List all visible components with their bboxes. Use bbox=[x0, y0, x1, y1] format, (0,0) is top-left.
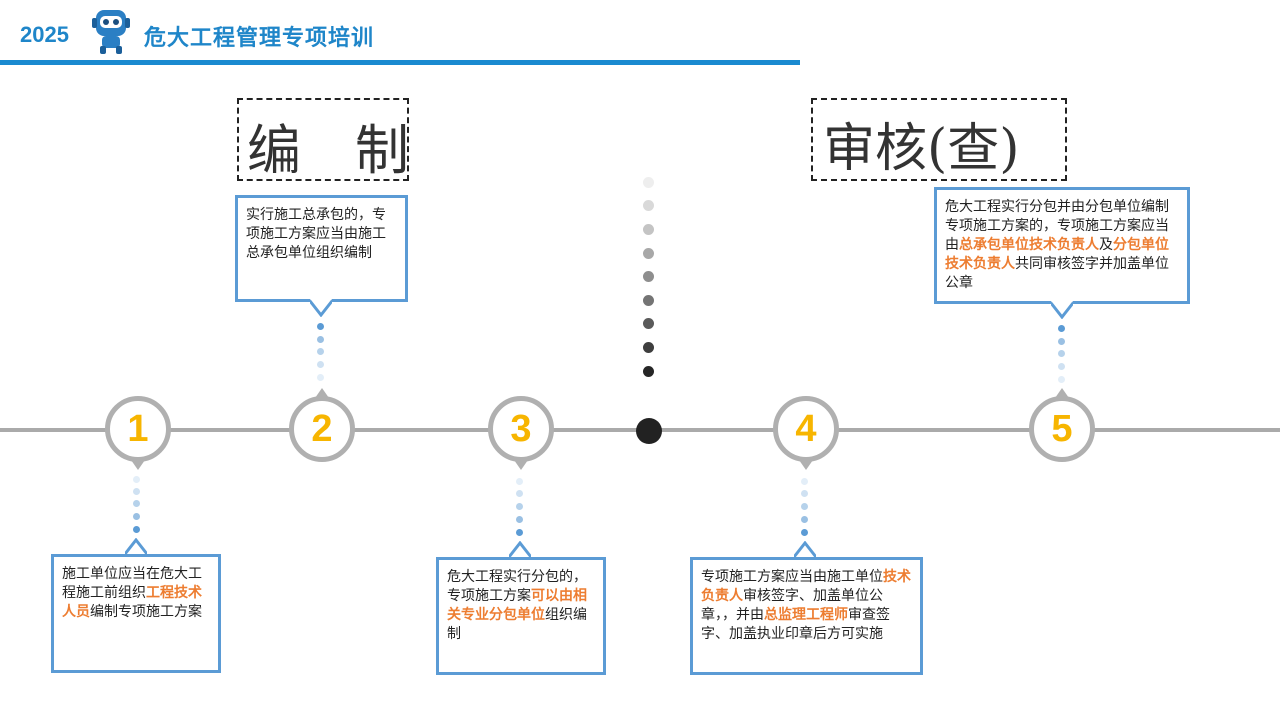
step-node-4: 4 bbox=[773, 396, 839, 462]
connector-dot bbox=[516, 490, 523, 497]
step-text: 危大工程实行分包的，专项施工方案 bbox=[447, 569, 587, 604]
step-highlight: 总承包单位技术负责人 bbox=[959, 237, 1099, 253]
box-pointer bbox=[509, 541, 531, 559]
step-node-3: 3 bbox=[488, 396, 554, 462]
node-pointer bbox=[514, 460, 528, 470]
connector-dot bbox=[317, 348, 324, 355]
box-pointer bbox=[125, 538, 147, 556]
header-underline bbox=[0, 60, 800, 65]
heading-review: 审核(查) bbox=[823, 119, 1020, 179]
step-text: 审查签字、加盖执业印章后方可实施 bbox=[701, 607, 890, 642]
step-text: 专项施工方案应当由施工单位 bbox=[701, 569, 883, 585]
connector-dot bbox=[516, 516, 523, 523]
connector-dot bbox=[317, 323, 324, 330]
step-number: 2 bbox=[311, 408, 333, 450]
connector-dot bbox=[1058, 363, 1065, 370]
box-pointer bbox=[310, 299, 332, 317]
step-box-4: 专项施工方案应当由施工单位技术负责人审核签字、加盖单位公章，，并由总监理工程师审… bbox=[690, 557, 923, 675]
connector-dot bbox=[516, 478, 523, 485]
node-pointer bbox=[1055, 388, 1069, 398]
connector-dot bbox=[1058, 350, 1065, 357]
connector-dot bbox=[133, 526, 140, 533]
connector-dot bbox=[317, 374, 324, 381]
step-text: 组织编制 bbox=[447, 607, 587, 642]
step-box-3: 危大工程实行分包的，专项施工方案可以由相关专业分包单位组织编制 bbox=[436, 557, 606, 675]
connector-dot bbox=[317, 361, 324, 368]
heading-box-review bbox=[811, 98, 1067, 181]
connector-dot bbox=[516, 503, 523, 510]
step-text: 编制专项施工方案 bbox=[90, 604, 202, 620]
connector-dot bbox=[801, 503, 808, 510]
step-highlight: 技术负责人 bbox=[701, 569, 911, 604]
step-box-5: 危大工程实行分包并由分包单位编制专项施工方案的，专项施工方案应当由总承包单位技术… bbox=[934, 187, 1190, 304]
box-pointer bbox=[1051, 301, 1073, 319]
step-number: 1 bbox=[127, 408, 149, 450]
heading-compile: 编 制 bbox=[247, 119, 409, 182]
step-text: 审核签字、加盖单位公章，，并由 bbox=[701, 588, 883, 623]
step-node-1: 1 bbox=[105, 396, 171, 462]
step-number: 4 bbox=[795, 408, 817, 450]
connector-dot bbox=[317, 336, 324, 343]
divider-dot bbox=[643, 224, 654, 235]
divider-dot bbox=[643, 200, 654, 211]
connector-dot bbox=[133, 476, 140, 483]
step-highlight: 可以由相关专业分包单位 bbox=[447, 588, 587, 623]
step-highlight: 总监理工程师 bbox=[764, 607, 848, 623]
connector-dot bbox=[133, 488, 140, 495]
robot-mascot-icon bbox=[92, 10, 130, 54]
timeline-center-dot bbox=[636, 418, 662, 444]
divider-dot bbox=[643, 248, 654, 259]
step-text: 共同审核签字并加盖单位公章 bbox=[945, 256, 1169, 291]
divider-dot bbox=[643, 342, 654, 353]
divider-dot bbox=[643, 318, 654, 329]
connector-dot bbox=[1058, 338, 1065, 345]
divider-dot bbox=[643, 177, 654, 188]
year-label: 2025 bbox=[20, 22, 69, 47]
step-box-2: 实行施工总承包的，专项施工方案应当由施工总承包单位组织编制 bbox=[235, 195, 408, 302]
step-text: 及 bbox=[1099, 237, 1113, 253]
connector-dot bbox=[1058, 376, 1065, 383]
header-bar: 2025 危大工程管理专项培训 bbox=[0, 0, 1280, 70]
step-node-5: 5 bbox=[1029, 396, 1095, 462]
divider-dot bbox=[643, 271, 654, 282]
connector-dot bbox=[801, 516, 808, 523]
node-pointer bbox=[315, 388, 329, 398]
box-pointer bbox=[794, 541, 816, 559]
connector-dot bbox=[516, 529, 523, 536]
connector-dot bbox=[133, 513, 140, 520]
step-highlight: 分包单位技术负责人 bbox=[945, 237, 1169, 272]
step-text: 施工单位应当在危大工程施工前组织 bbox=[62, 566, 202, 601]
connector-dot bbox=[1058, 325, 1065, 332]
node-pointer bbox=[799, 460, 813, 470]
connector-dot bbox=[801, 478, 808, 485]
step-highlight: 工程技术人员 bbox=[62, 585, 202, 620]
step-text: 实行施工总承包的，专项施工方案应当由施工总承包单位组织编制 bbox=[246, 207, 386, 261]
step-box-1: 施工单位应当在危大工程施工前组织工程技术人员编制专项施工方案 bbox=[51, 554, 221, 673]
step-text: 危大工程实行分包并由分包单位编制专项施工方案的，专项施工方案应当由 bbox=[945, 199, 1169, 253]
page-title: 危大工程管理专项培训 bbox=[144, 26, 375, 51]
heading-box-compile bbox=[237, 98, 409, 181]
node-pointer bbox=[131, 460, 145, 470]
step-node-2: 2 bbox=[289, 396, 355, 462]
connector-dot bbox=[801, 529, 808, 536]
divider-dot bbox=[643, 366, 654, 377]
step-number: 3 bbox=[510, 408, 532, 450]
step-number: 5 bbox=[1051, 408, 1073, 450]
connector-dot bbox=[801, 490, 808, 497]
connector-dot bbox=[133, 500, 140, 507]
divider-dot bbox=[643, 295, 654, 306]
